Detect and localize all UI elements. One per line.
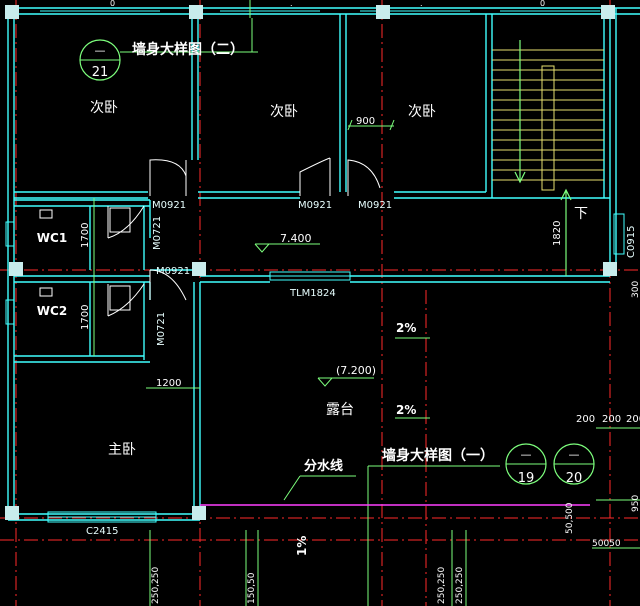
- top-label-3: .: [420, 0, 423, 8]
- window-label-c0915: C0915: [626, 226, 637, 258]
- window-frames: [5, 10, 625, 523]
- detail-symbol-21: — 21: [79, 39, 121, 81]
- symbol-19-top: —: [521, 448, 532, 461]
- door-label-tlm1824: TLM1824: [289, 288, 336, 299]
- door-label-1: M0921: [152, 200, 186, 211]
- symbol-21-top: —: [95, 44, 106, 57]
- room-wc2: WC2: [37, 304, 67, 318]
- dim-200-c: 200: [626, 414, 640, 425]
- dim-1200: 1200: [156, 378, 181, 389]
- detail-symbol-19: — 19: [505, 443, 547, 486]
- dim-300: 300: [631, 281, 640, 298]
- dim-1820: 1820: [552, 221, 563, 246]
- dim-950: 950: [631, 495, 640, 512]
- room-bedroom-mid: 次卧: [270, 104, 298, 120]
- stair-down-label: 下: [574, 206, 588, 222]
- dim-50-500: 50,500: [565, 502, 575, 534]
- level-7200: (7.200): [336, 364, 376, 377]
- stairs: [492, 49, 604, 191]
- top-label-4: 0: [540, 0, 545, 8]
- top-label-2: .: [290, 0, 293, 8]
- title-wall-detail-1: 墙身大样图（一）: [382, 447, 494, 464]
- dim-250-250-b: 250,250: [437, 567, 447, 604]
- window-label-c2415: C2415: [86, 526, 118, 537]
- slope-2: 2%: [396, 403, 416, 417]
- water-line-label: 分水线: [304, 458, 343, 474]
- symbol-20-top: —: [569, 448, 580, 461]
- dim-250-250-a: 250,250: [151, 567, 161, 604]
- symbol-19-bottom: 19: [518, 471, 535, 486]
- dim-1700-a: 1700: [80, 223, 91, 248]
- symbol-21-bottom: 21: [92, 65, 109, 80]
- dim-200-a: 200: [576, 414, 595, 425]
- dim-200-b: 200: [602, 414, 621, 425]
- dim-900: 900: [356, 116, 375, 127]
- room-bedroom-left: 次卧: [90, 100, 118, 116]
- slope-1: 2%: [396, 321, 416, 335]
- columns: [5, 5, 617, 520]
- room-wc1: WC1: [37, 231, 67, 245]
- top-label-1: 0: [110, 0, 115, 8]
- title-wall-detail-2: 墙身大样图（二）: [132, 41, 244, 58]
- level-7400: 7.400: [280, 232, 312, 245]
- door-label-m0721-a: M0721: [152, 216, 163, 250]
- dim-150-50: 150,50: [247, 572, 257, 604]
- room-terrace: 露台: [326, 402, 354, 418]
- walls: [7, 7, 640, 521]
- slope-3: 1%: [295, 536, 309, 556]
- door-label-m0721-b: M0721: [156, 312, 167, 346]
- door-label-3: M0921: [358, 200, 392, 211]
- door-label-2: M0921: [298, 200, 332, 211]
- dim-50050: 50050: [592, 539, 621, 549]
- symbol-20-bottom: 20: [566, 471, 583, 486]
- room-master-bedroom: 主卧: [108, 442, 136, 458]
- dimension-lines: [93, 0, 640, 606]
- room-bedroom-right: 次卧: [408, 104, 436, 120]
- dim-250-250-c: 250,250: [455, 567, 465, 604]
- bathroom-fixtures: [39, 207, 131, 311]
- door-label-4: M0921: [156, 266, 190, 277]
- detail-symbol-20: — 20: [553, 443, 595, 486]
- door-swings: [107, 157, 381, 317]
- dim-1700-b: 1700: [80, 305, 91, 330]
